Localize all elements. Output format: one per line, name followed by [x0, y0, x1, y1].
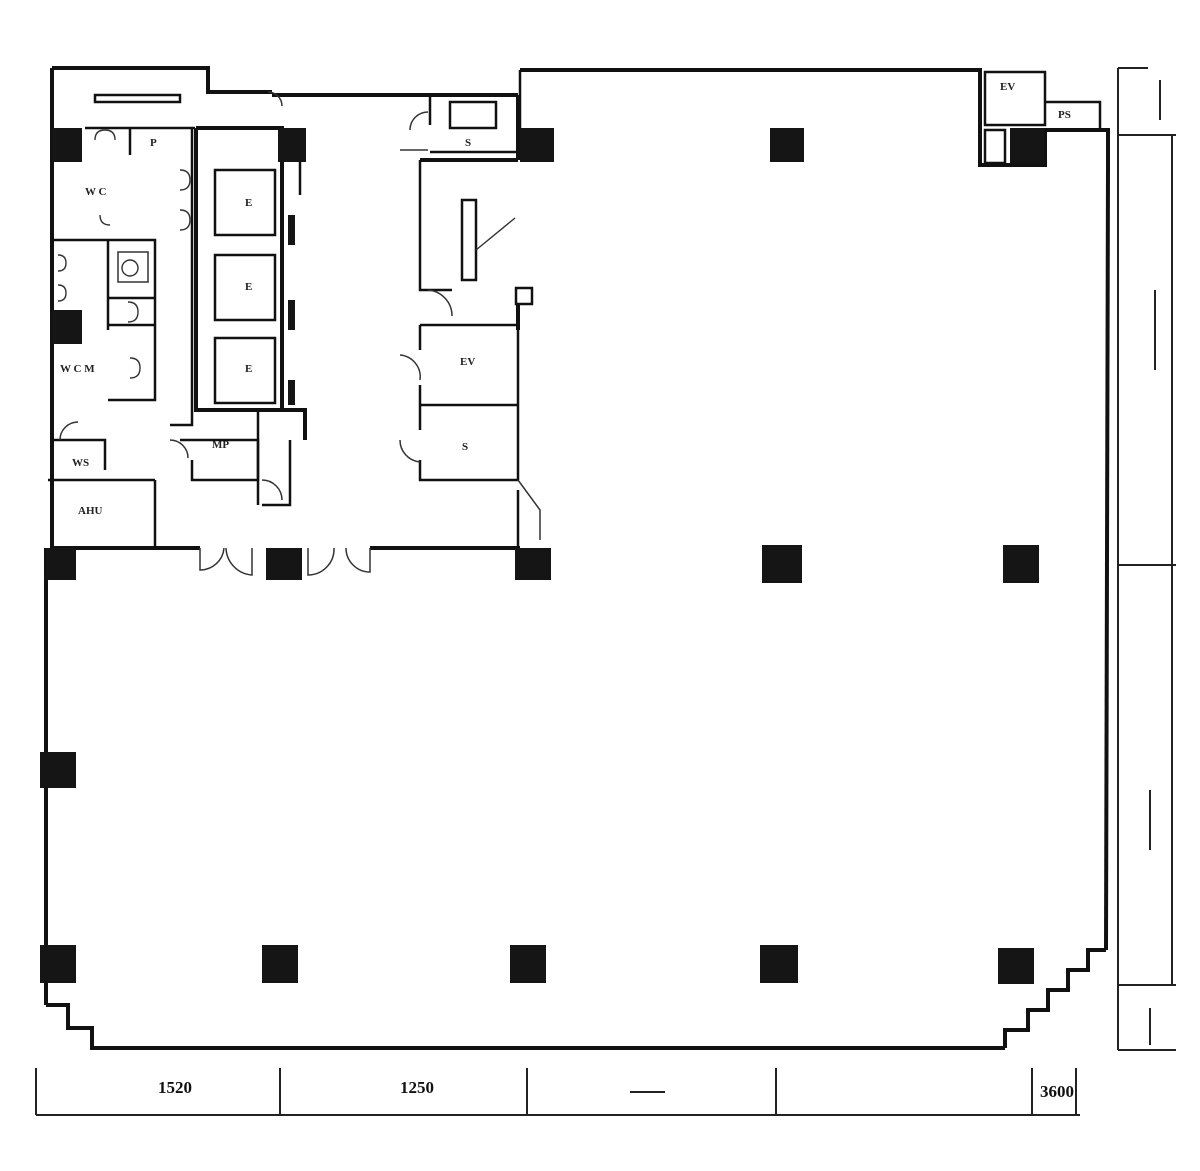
column: [1003, 545, 1039, 583]
column: [52, 310, 82, 344]
column: [40, 945, 76, 983]
column: [52, 128, 82, 162]
elevators: E E E: [213, 168, 295, 405]
pipe-shaft: [448, 100, 498, 130]
elevator-1: [213, 168, 277, 237]
dimension-bar-bottom: 1520 1250 3600: [35, 1068, 1080, 1116]
svg-text:S: S: [465, 137, 471, 149]
top-bar: [93, 93, 182, 104]
svg-text:E: E: [245, 197, 252, 209]
column: [515, 548, 551, 580]
elevator-door-3: [288, 380, 295, 405]
elevator-door-1: [288, 215, 295, 245]
svg-text:MP: MP: [212, 439, 229, 451]
dim-label-5: 3600: [1040, 1082, 1074, 1101]
column: [998, 948, 1034, 984]
column: [266, 548, 302, 580]
svg-text:EV: EV: [460, 356, 475, 368]
outer-walls: [44, 66, 1110, 1050]
column: [1010, 128, 1044, 164]
elevator-door-2: [288, 300, 295, 330]
column: [46, 548, 76, 580]
column: [762, 545, 802, 583]
dim-label-1: 1520: [158, 1078, 192, 1097]
column: [40, 752, 76, 788]
svg-text:WS: WS: [72, 457, 89, 469]
svg-text:AHU: AHU: [78, 505, 103, 517]
column: [770, 128, 804, 162]
svg-text:E: E: [245, 363, 252, 375]
core-walls: [48, 95, 520, 550]
small-shaft: [514, 286, 534, 306]
svg-text:EV: EV: [1000, 81, 1015, 93]
columns: [40, 128, 1044, 984]
svg-text:P: P: [150, 137, 157, 149]
column: [278, 128, 306, 162]
svg-text:E: E: [245, 281, 252, 293]
dim-label-2: 1250: [400, 1078, 434, 1097]
column: [760, 945, 798, 983]
toilet-fixtures: W C M W C P MP WS AHU EV PS: [57, 81, 1071, 517]
column: [510, 945, 546, 983]
right-core-rooms: S EV S: [448, 100, 534, 453]
svg-text:PS: PS: [1058, 109, 1071, 121]
column: [262, 945, 298, 983]
elevator-2: [213, 253, 277, 322]
svg-text:W C M: W C M: [60, 363, 95, 375]
svg-text:S: S: [462, 441, 468, 453]
dimension-bar-right: [1117, 67, 1176, 1051]
column: [520, 128, 554, 162]
stair-rail: [460, 198, 478, 282]
elevator-3: [213, 336, 277, 405]
svg-text:W C: W C: [85, 186, 107, 198]
doors: [59, 91, 541, 576]
